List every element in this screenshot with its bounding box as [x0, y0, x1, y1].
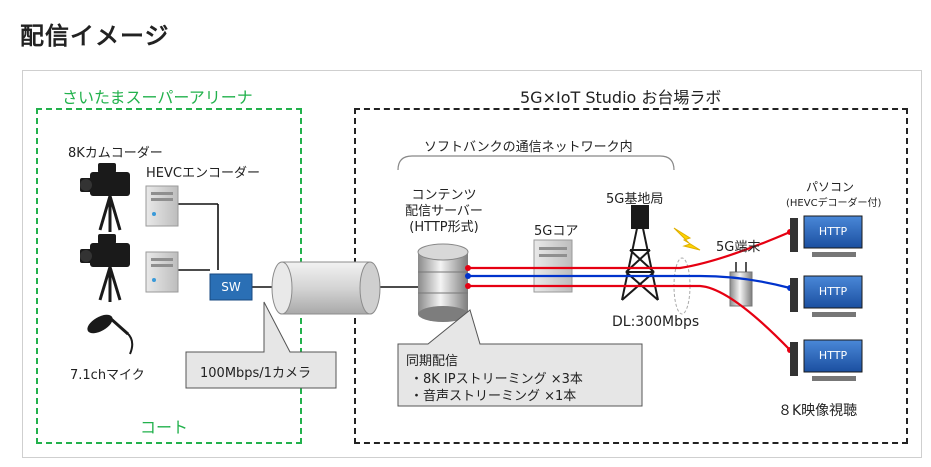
- switch-box: [209, 273, 253, 301]
- terminal-label: 5G端末: [716, 240, 761, 255]
- page-title: 配信イメージ: [20, 22, 170, 50]
- network-label: ソフトバンクの通信ネットワーク内: [424, 140, 633, 155]
- stream-callout-line1: ・8K IPストリーミング ×3本: [410, 372, 583, 387]
- stream-callout: [397, 309, 643, 407]
- server-label-1: コンテンツ: [411, 188, 477, 203]
- encoder-icon-1: [145, 185, 179, 227]
- core-label: 5Gコア: [534, 224, 579, 239]
- signal-bolt-icon: [673, 227, 701, 251]
- stream-lines: [468, 230, 791, 351]
- pc-screen-label-1: HTTP: [818, 225, 848, 238]
- venue-title: さいたまスーパーアリーナ: [62, 88, 253, 107]
- bandwidth-callout-text: 100Mbps/1カメラ: [200, 366, 311, 381]
- content-server-icon: [417, 243, 469, 322]
- server-label-3: (HTTP形式): [409, 220, 479, 235]
- core-server-icon: [533, 239, 573, 293]
- venue-footer: コート: [140, 418, 189, 437]
- encoder-icon-2: [145, 251, 179, 293]
- base-station-label: 5G基地局: [606, 192, 664, 207]
- switch-label: SW: [221, 280, 241, 294]
- bandwidth-callout: [185, 301, 337, 389]
- network-brace: [397, 155, 675, 171]
- stream-callout-title: 同期配信: [406, 354, 459, 369]
- pc-icon-1: [790, 215, 863, 257]
- camcorder-icon-2: [80, 234, 130, 302]
- view-label: ８K映像視聴: [778, 403, 858, 419]
- pc-screen-label-2: HTTP: [818, 285, 848, 298]
- studio-title: 5G×IoT Studio お台場ラボ: [520, 88, 722, 107]
- encoder-label: HEVCエンコーダー: [146, 166, 260, 181]
- camcorder-label: 8Kカムコーダー: [68, 146, 163, 161]
- microphone-icon: [87, 314, 134, 355]
- pc-icon-3: [790, 339, 863, 381]
- pc-label: パソコン: [806, 180, 855, 194]
- stream-callout-line2: ・音声ストリーミング ×1本: [410, 389, 577, 404]
- downlink-label: DL:300Mbps: [612, 314, 700, 330]
- pc-icon-2: [790, 275, 863, 317]
- camcorder-icon-1: [80, 163, 130, 232]
- pc-sublabel: (HEVCデコーダー付): [786, 198, 882, 209]
- server-label-2: 配信サーバー: [405, 204, 483, 219]
- microphone-label: 7.1chマイク: [70, 368, 145, 383]
- network-cable-cylinder: [271, 261, 381, 315]
- pc-screen-label-3: HTTP: [818, 349, 848, 362]
